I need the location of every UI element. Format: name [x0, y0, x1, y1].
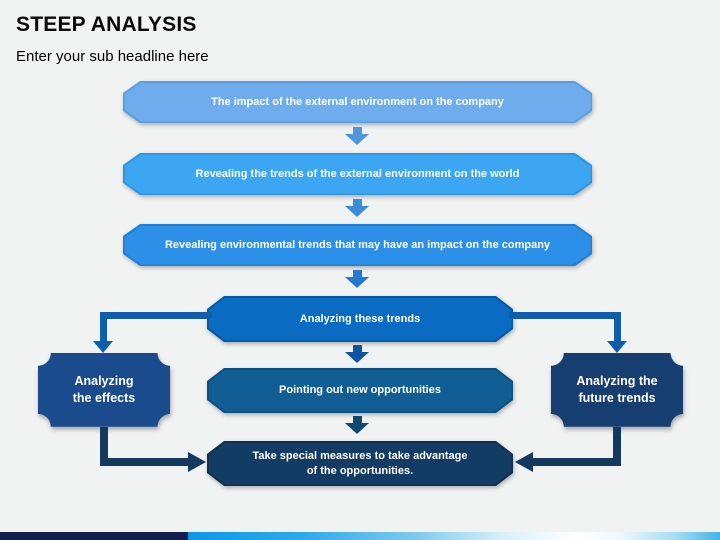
- flow-step-4: Analyzing these trends: [207, 296, 513, 342]
- elbow-hbar: [100, 458, 188, 466]
- elbow-vbar: [613, 427, 621, 466]
- side-box-right-label: Analyzing the future trends: [576, 373, 658, 406]
- down-arrow-icon: [345, 199, 369, 217]
- flow-step-6-label: Take special measures to take advantage …: [252, 449, 468, 477]
- down-arrow-icon: [345, 127, 369, 145]
- elbow-hbar: [509, 312, 621, 319]
- flow-step-3-label: Revealing environmental trends that may …: [164, 238, 551, 251]
- page-title: STEEP ANALYSIS: [16, 13, 197, 36]
- flow-step-1-label: The impact of the external environment o…: [211, 95, 504, 108]
- elbow-vbar: [614, 312, 621, 341]
- elbow-vbar: [100, 312, 107, 341]
- arrowhead-down-icon: [93, 341, 113, 353]
- side-box-left: Analyzing the effects: [38, 353, 170, 427]
- arrowhead-right-icon: [188, 452, 206, 472]
- side-box-left-label: Analyzing the effects: [72, 373, 136, 406]
- flow-step-4-label: Analyzing these trends: [299, 312, 421, 325]
- flow-step-1: The impact of the external environment o…: [123, 81, 592, 123]
- arrowhead-down-icon: [607, 341, 627, 353]
- flow-step-2: Revealing the trends of the external env…: [123, 153, 592, 195]
- down-arrow-icon: [345, 270, 369, 288]
- elbow-hbar: [533, 458, 621, 466]
- arrowhead-left-icon: [515, 452, 533, 472]
- flow-step-6: Take special measures to take advantage …: [207, 441, 513, 486]
- elbow-hbar: [100, 312, 212, 319]
- side-box-right: Analyzing the future trends: [551, 353, 683, 427]
- footer-accent-bar: [0, 532, 720, 540]
- down-arrow-icon: [345, 416, 369, 434]
- flow-step-5: Pointing out new opportunities: [207, 368, 513, 413]
- elbow-vbar: [100, 427, 108, 466]
- flow-step-5-label: Pointing out new opportunities: [279, 384, 441, 397]
- flow-step-2-label: Revealing the trends of the external env…: [195, 167, 520, 180]
- down-arrow-icon: [345, 345, 369, 363]
- sub-headline: Enter your sub headline here: [16, 48, 209, 65]
- flow-step-3: Revealing environmental trends that may …: [123, 224, 592, 266]
